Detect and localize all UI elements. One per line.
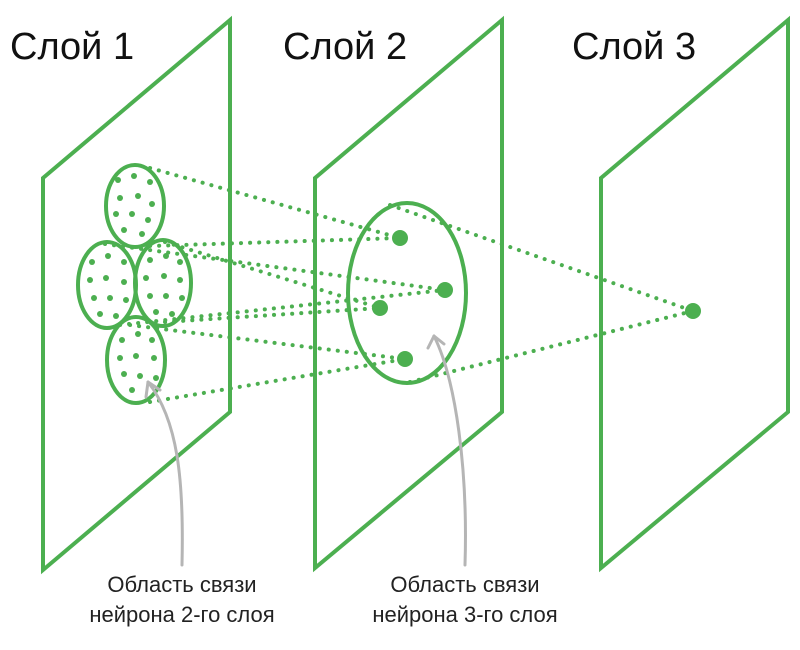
- connection-line: [118, 288, 447, 327]
- layer-2-neuron: [392, 230, 408, 246]
- layer-1-group-top-neurons: [113, 173, 155, 237]
- connection-line: [148, 166, 402, 240]
- arrow-to-layer-2-field: [426, 334, 467, 567]
- connection-line: [103, 242, 447, 292]
- layer-1-group-bottom: [105, 315, 167, 405]
- layer-2-neuron: [437, 282, 453, 298]
- arrow-to-layer-1-field: [144, 380, 184, 567]
- caption-line: нейрона 2-го слоя: [89, 602, 275, 627]
- layer-2-neuron: [372, 300, 388, 316]
- caption-line: нейрона 3-го слоя: [372, 602, 558, 627]
- connection-line: [163, 240, 382, 310]
- layer-1-group-bottom-neurons: [117, 331, 159, 393]
- layer-2-title: Слой 2: [283, 26, 408, 68]
- layer-2-neuron: [397, 351, 413, 367]
- layer-3-title: Слой 3: [572, 26, 697, 68]
- layer-3-plane: [599, 15, 790, 573]
- caption-layer-3-neuron-field: Область связи нейрона 3-го слоя: [350, 570, 580, 630]
- caption-layer-2-neuron-field: Область связи нейрона 2-го слоя: [72, 570, 292, 630]
- connection-line: [148, 357, 407, 404]
- caption-line: Область связи: [390, 572, 540, 597]
- layer-1-group-left-neurons: [87, 253, 129, 319]
- connection-line: [163, 306, 382, 324]
- connection-line: [408, 309, 695, 384]
- connection-line: [128, 323, 407, 361]
- layer-1-plane: [41, 15, 232, 575]
- layer-1-group-right-neurons: [143, 253, 185, 317]
- layer-1-title: Слой 1: [10, 26, 135, 68]
- connection-line: [388, 203, 695, 313]
- layer-2-receptive-field: [346, 201, 468, 385]
- layer-1-group-right: [133, 238, 193, 328]
- layer-1-group-top: [104, 163, 166, 249]
- connection-line: [148, 236, 402, 248]
- layer-3-neuron: [685, 303, 701, 319]
- layer-2-plane: [313, 15, 504, 573]
- caption-line: Область связи: [107, 572, 257, 597]
